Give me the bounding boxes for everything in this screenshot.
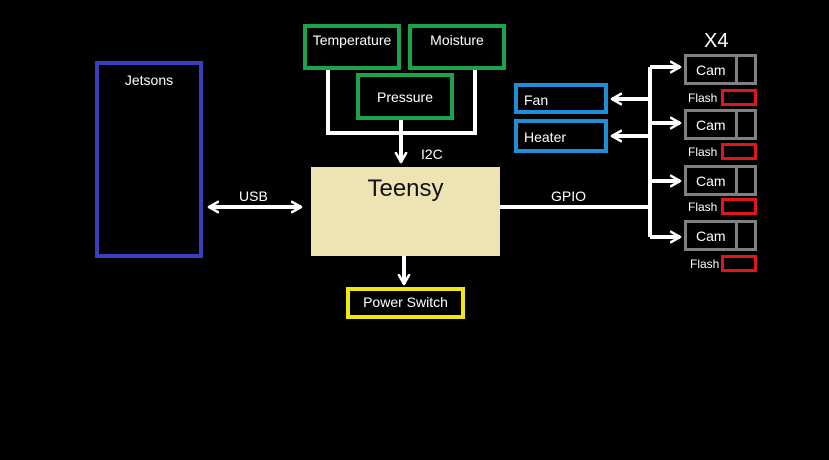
flash-2-label: Flash (688, 145, 718, 159)
cam-1-label: Cam (696, 62, 726, 78)
power-switch-node: Power Switch (346, 287, 465, 319)
flash-3 (721, 198, 757, 215)
jetsons-node: Jetsons (95, 61, 203, 258)
camera-count-label: X4 (704, 30, 729, 52)
flash-4-label: Flash (690, 257, 720, 271)
teensy-label: Teensy (367, 175, 444, 202)
power-switch-label: Power Switch (363, 294, 448, 310)
heater-label: Heater (524, 129, 567, 145)
moisture-node: Moisture (408, 24, 506, 70)
pressure-node: Pressure (356, 73, 454, 120)
fan-node: Fan (514, 83, 608, 114)
usb-label: USB (239, 188, 268, 204)
cam-4-label: Cam (696, 228, 726, 244)
temperature-node: Temperature (303, 24, 401, 70)
i2c-label: I2C (421, 146, 443, 162)
heater-node: Heater (514, 119, 608, 153)
moisture-label: Moisture (430, 32, 484, 48)
cam-2-label: Cam (696, 117, 726, 133)
cam-3: Cam (684, 165, 757, 196)
flash-3-label: Flash (688, 200, 718, 214)
temperature-label: Temperature (312, 32, 392, 48)
cam-1-divider (735, 57, 738, 82)
flash-1 (721, 89, 757, 106)
pressure-label: Pressure (376, 89, 434, 105)
flash-4 (721, 255, 757, 272)
cam-1: Cam (684, 54, 757, 85)
cam-2: Cam (684, 109, 757, 140)
flash-1-label: Flash (688, 91, 718, 105)
fan-label: Fan (524, 92, 549, 108)
flash-2 (721, 143, 757, 160)
cam-3-divider (735, 168, 738, 193)
jetsons-label: Jetsons (124, 72, 174, 88)
cam-4: Cam (684, 220, 757, 251)
cam-3-label: Cam (696, 173, 726, 189)
teensy-node: Teensy (311, 167, 500, 256)
cam-4-divider (735, 223, 738, 248)
cam-2-divider (735, 112, 738, 137)
gpio-label: GPIO (551, 188, 587, 204)
